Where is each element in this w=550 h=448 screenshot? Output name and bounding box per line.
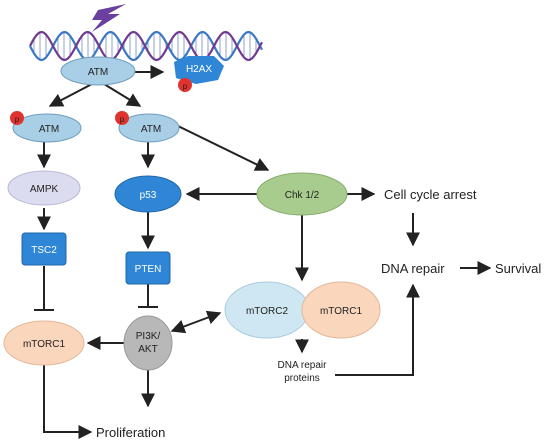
phospho-badge-h2ax-label: p bbox=[183, 82, 188, 91]
pi3k-akt-node: PI3K/ AKT bbox=[123, 315, 173, 371]
atm-top-node: ATM bbox=[60, 56, 136, 86]
phospho-badge-atm-mid bbox=[115, 111, 129, 125]
dna-strand bbox=[29, 30, 263, 62]
ampk-node: AMPK bbox=[7, 170, 81, 206]
proliferation-label: Proliferation bbox=[96, 425, 165, 440]
h2ax-node: H2AX p bbox=[174, 56, 224, 92]
pi3k-akt-label-line2: AKT bbox=[138, 344, 157, 355]
phospho-badge-h2ax bbox=[178, 78, 192, 92]
arrow-atm-mid-to-chk bbox=[177, 125, 270, 171]
tsc2-label: TSC2 bbox=[31, 245, 57, 256]
arrow-pi3k-mtorc2-bidirectional bbox=[170, 310, 222, 334]
pi3k-akt-label-line1: PI3K/ bbox=[136, 331, 161, 342]
atm-top-label: ATM bbox=[88, 67, 108, 78]
arrow-mtorc1-to-proliferation bbox=[43, 356, 93, 439]
dna-strand bbox=[29, 30, 263, 62]
tsc2-node: TSC2 bbox=[21, 232, 67, 266]
dna-repair-label: DNA repair bbox=[381, 261, 445, 276]
phospho-badge-atm-left bbox=[10, 111, 24, 125]
p53-node: p53 bbox=[114, 175, 182, 213]
p53-label: p53 bbox=[140, 190, 157, 201]
mtorc2-label: mTORC2 bbox=[246, 306, 288, 317]
chk12-node: Chk 1/2 bbox=[256, 172, 348, 216]
atm-left-node: ATM p bbox=[10, 111, 82, 143]
atm-mid-node: ATM p bbox=[115, 111, 180, 143]
mtorc1-left-label: mTORC1 bbox=[23, 339, 65, 350]
mtorc-complex-node: mTORC2 mTORC1 bbox=[224, 281, 381, 339]
cell-cycle-arrest-label: Cell cycle arrest bbox=[384, 187, 477, 202]
pten-label: PTEN bbox=[135, 264, 162, 275]
arrow-atm-to-atm-mid bbox=[103, 83, 142, 107]
h2ax-label: H2AX bbox=[186, 64, 212, 75]
mtorc1-left-node: mTORC1 bbox=[3, 320, 85, 366]
pten-node: PTEN bbox=[125, 251, 171, 285]
ampk-label: AMPK bbox=[30, 184, 59, 195]
dna-repair-proteins-label-line2: proteins bbox=[284, 373, 320, 384]
phospho-badge-atm-left-label: p bbox=[15, 115, 20, 124]
arrow-dna-repair-proteins-to-dna-repair bbox=[335, 283, 420, 376]
lightning-bolt-icon bbox=[92, 4, 126, 32]
survival-label: Survival bbox=[495, 261, 541, 276]
arrow-atm-to-atm-left bbox=[48, 83, 93, 107]
mtorc1-right-label: mTORC1 bbox=[320, 306, 362, 317]
dna-repair-proteins-label-line1: DNA repair bbox=[278, 360, 328, 371]
dna-helix-icon bbox=[29, 30, 263, 62]
atm-left-label: ATM bbox=[39, 124, 59, 135]
atm-mid-label: ATM bbox=[141, 124, 161, 135]
phospho-badge-atm-mid-label: p bbox=[120, 115, 125, 124]
chk12-label: Chk 1/2 bbox=[285, 190, 320, 201]
